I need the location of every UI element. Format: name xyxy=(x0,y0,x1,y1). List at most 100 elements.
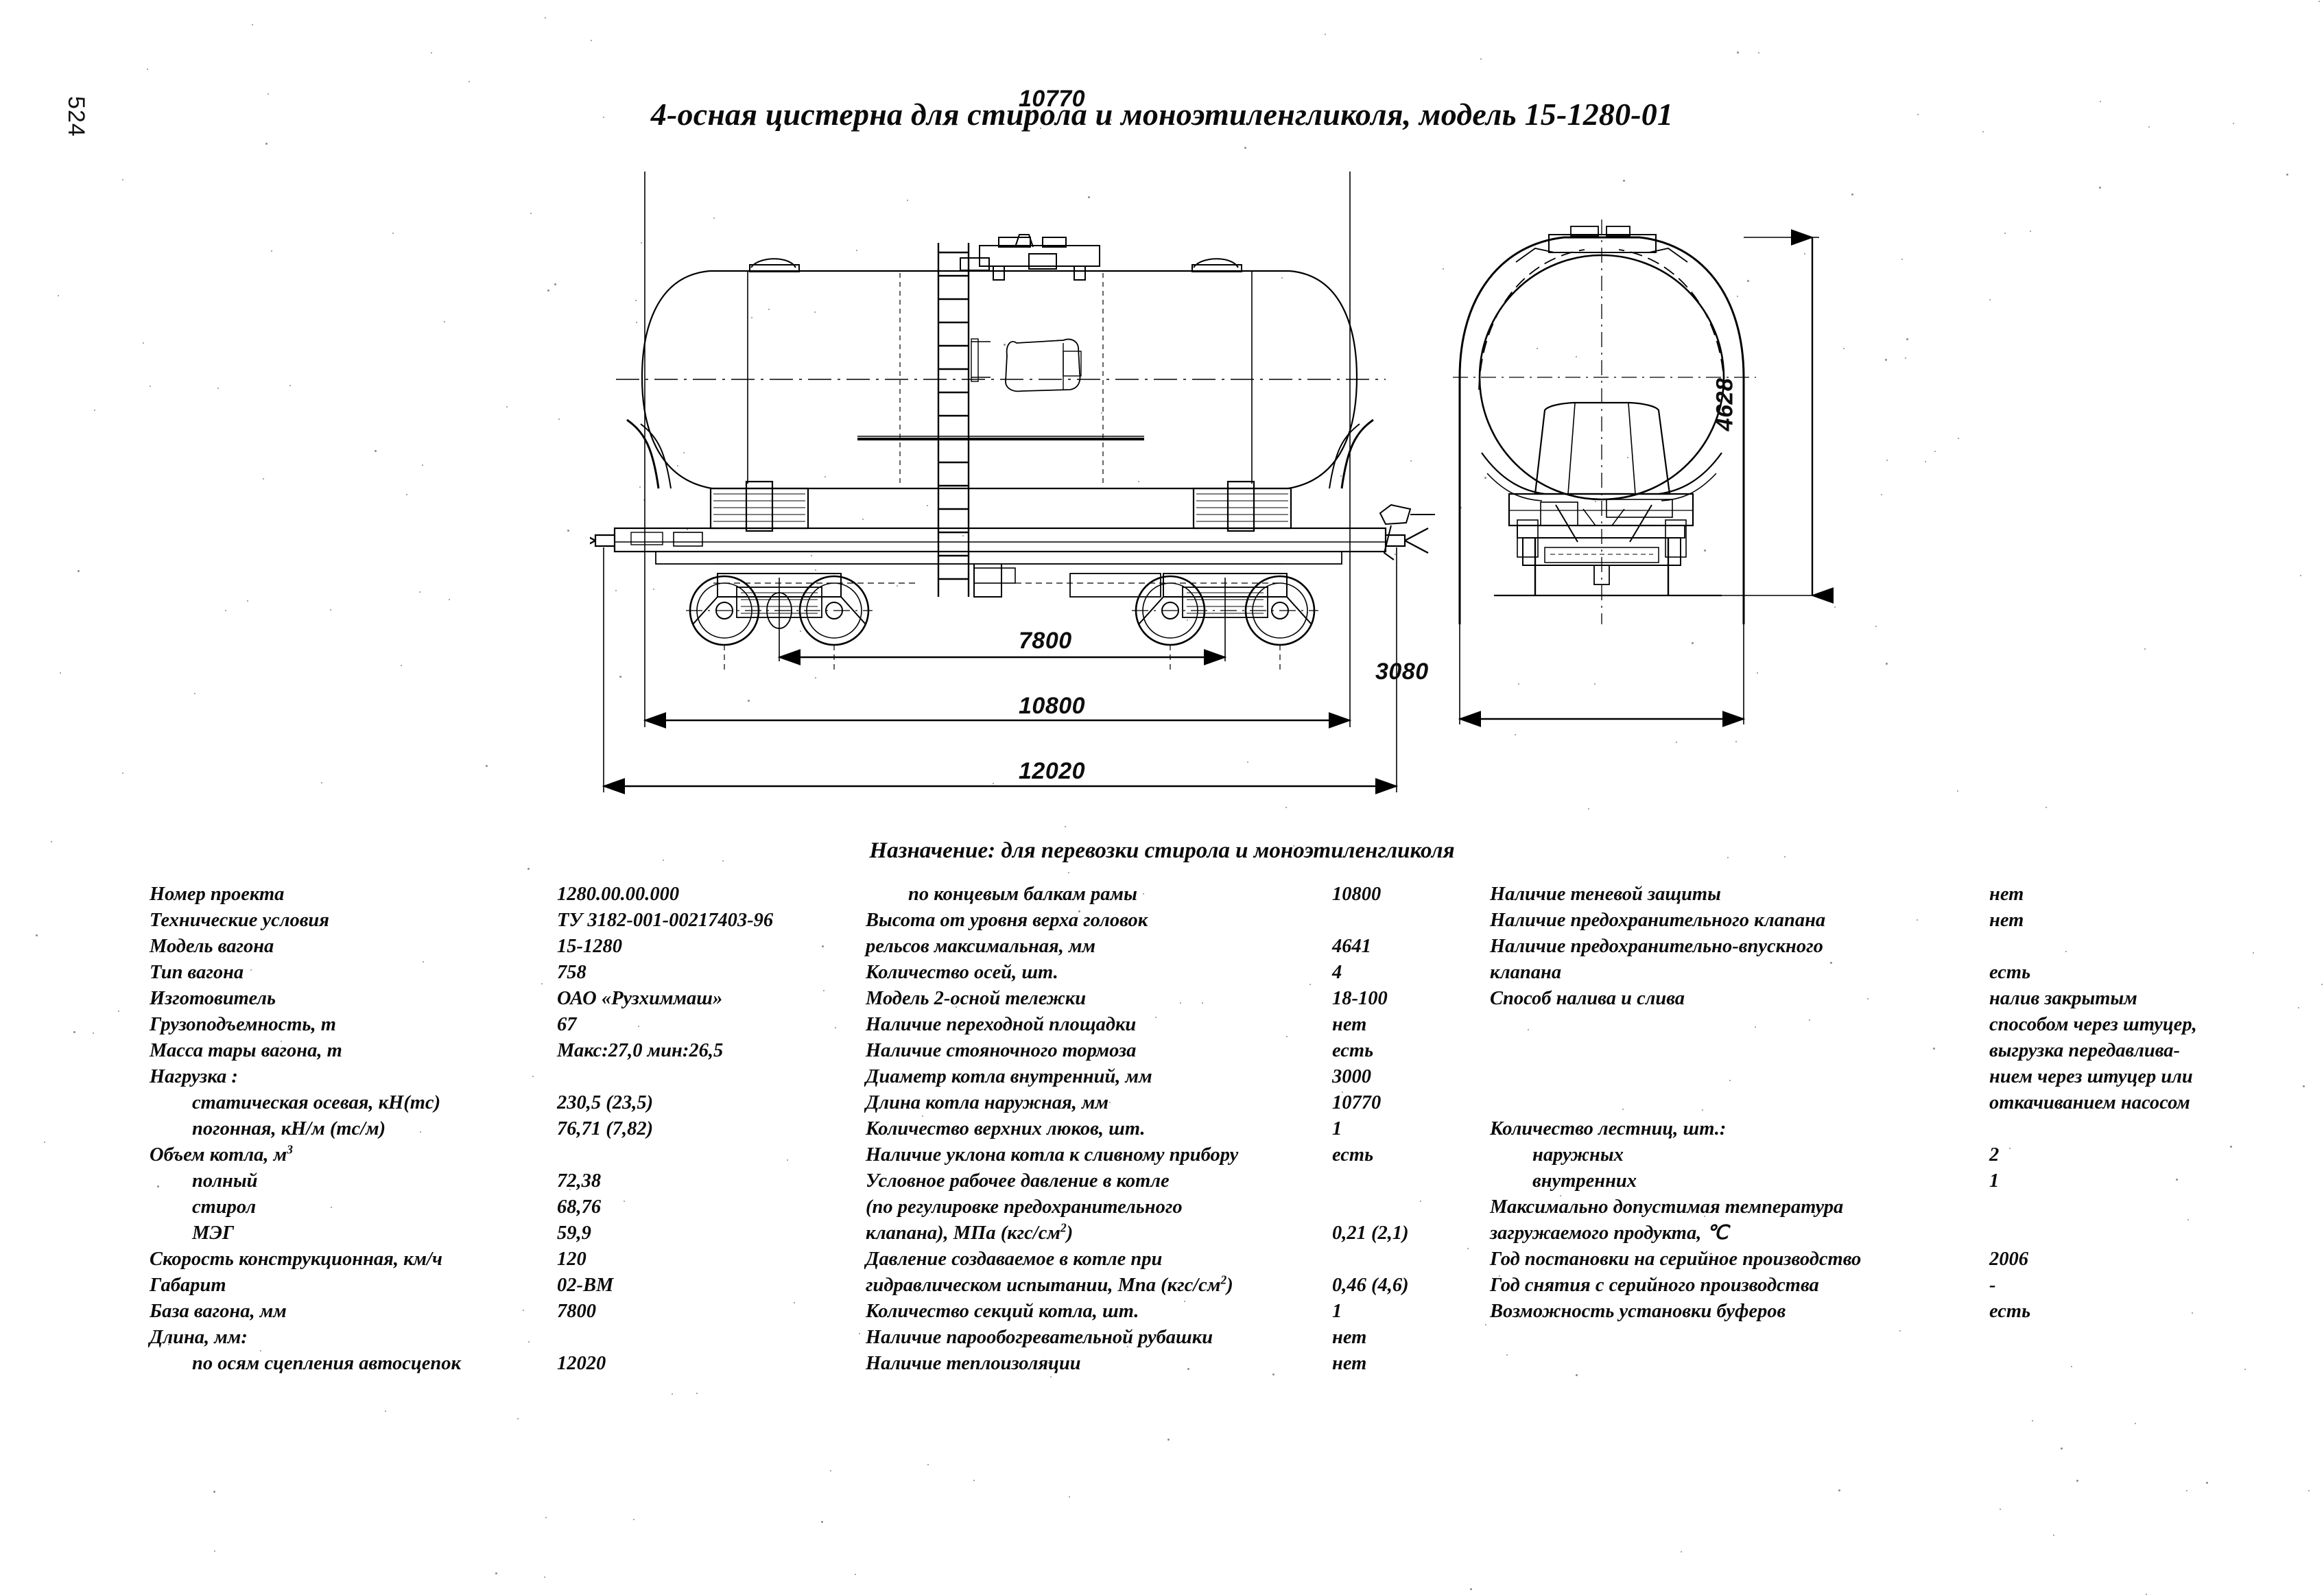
spec-value: 67 xyxy=(557,1014,577,1035)
spec-value: 12020 xyxy=(557,1353,606,1374)
spec-label: Номер проекта xyxy=(150,884,285,905)
spec-label: Модель вагона xyxy=(150,936,274,957)
tank-shell-side xyxy=(616,270,1386,490)
spec-value-empty xyxy=(557,1325,845,1351)
spec-label-text: Объем котла, м xyxy=(150,1144,287,1166)
spec-label: загружаемого продукта, ℃ xyxy=(1490,1222,1729,1244)
spec-value-empty xyxy=(1332,1247,1510,1273)
spec-value: 0,46 (4,6) xyxy=(1332,1275,1409,1296)
spec-value: 1 xyxy=(1332,1301,1342,1322)
spec-value-empty xyxy=(1989,1116,2312,1142)
tank-saddle-right xyxy=(1192,480,1292,532)
spec-column-left-values: 1280.00.00.000 ТУ 3182-001-00217403-96 1… xyxy=(557,882,845,1377)
spec-label: клапана xyxy=(1490,962,1562,983)
spec-value: 4 xyxy=(1332,962,1342,983)
spec-label: Диаметр котла внутренний, мм xyxy=(866,1066,1152,1087)
spec-label-empty xyxy=(1490,1012,1997,1038)
spec-value: 15-1280 xyxy=(557,936,622,957)
dim-label-tank-length: 10770 xyxy=(1019,86,1086,112)
spec-value: 1 xyxy=(1989,1170,2000,1192)
spec-value-empty xyxy=(1989,934,2312,960)
spec-value-empty xyxy=(1332,908,1510,934)
spec-value: 10800 xyxy=(1332,884,1382,905)
spec-value: 1 xyxy=(1332,1118,1342,1139)
spec-value-empty xyxy=(1989,1194,2312,1220)
spec-label: Нагрузка : xyxy=(150,1066,238,1087)
dimension-line-12020 xyxy=(602,547,1399,794)
spec-label: (по регулировке предохранительного xyxy=(866,1196,1183,1218)
dim-label-height-over-rail: 4628 xyxy=(1711,377,1738,432)
spec-label: полный xyxy=(192,1170,258,1192)
spec-label: Условное рабочее давление в котле xyxy=(866,1170,1170,1192)
spec-value: 758 xyxy=(557,962,586,983)
spec-value-empty xyxy=(1332,1168,1510,1194)
spec-label: Объем котла, м3 xyxy=(150,1142,561,1168)
spec-label-empty xyxy=(1490,1038,1997,1064)
spec-value: ОАО «Рузхиммаш» xyxy=(557,988,723,1009)
spec-value-empty xyxy=(1989,1220,2312,1247)
spec-label: Год постановки на серийное производство xyxy=(1490,1249,1862,1270)
top-hatch-assembly xyxy=(960,234,1100,281)
spec-value: 76,71 (7,82) xyxy=(557,1118,654,1139)
superscript-2: 2 xyxy=(1220,1273,1227,1287)
spec-label: внутренних xyxy=(1532,1170,1637,1192)
roof-fitting-right xyxy=(1191,258,1242,272)
dimension-line-10800 xyxy=(643,254,1352,729)
spec-column-right-values: нет нет есть налив закрытым способом чер… xyxy=(1989,882,2312,1325)
spec-label: Изготовитель xyxy=(150,988,276,1009)
end-view-group xyxy=(1379,220,1834,727)
spec-value: нет xyxy=(1989,884,2024,905)
spec-label: Наличие стояночного тормоза xyxy=(866,1040,1137,1061)
external-ladder xyxy=(937,243,991,597)
spec-value: - xyxy=(1989,1275,1996,1296)
spec-label: гидравлическом испытании, Мпа (кгс/см2) xyxy=(866,1273,1318,1299)
closing-paren: ) xyxy=(1066,1222,1074,1244)
spec-label: Количество осей, шт. xyxy=(866,962,1058,983)
specification-table: Номер проекта Технические условия Модель… xyxy=(0,882,2324,1403)
spec-label: Наличие предохранительно-впускного xyxy=(1490,936,1823,957)
spec-label: Модель 2-осной тележки xyxy=(866,988,1087,1009)
spec-label-empty xyxy=(1490,1064,1997,1090)
spec-value: есть xyxy=(1989,1301,2031,1322)
spec-label: наружных xyxy=(1532,1144,1624,1166)
dim-label-max-width: 3080 xyxy=(1375,659,1429,685)
spec-column-middle-values: 10800 4641 4 18-100 нет есть 3000 10770 … xyxy=(1332,882,1510,1377)
spec-value: 4641 xyxy=(1332,936,1371,957)
spec-value: ТУ 3182-001-00217403-96 xyxy=(557,910,774,931)
spec-label: Наличие переходной площадки xyxy=(866,1014,1137,1035)
spec-label: Количество лестниц, шт.: xyxy=(1490,1118,1727,1139)
spec-value: налив закрытым xyxy=(1989,988,2137,1009)
spec-label: Длина котла наружная, мм xyxy=(866,1092,1108,1113)
spec-label: клапана), МПа (кгс/см2) xyxy=(866,1220,1318,1247)
spec-value: 59,9 xyxy=(557,1222,591,1244)
spec-label: погонная, кН/м (тс/м) xyxy=(192,1118,386,1139)
spec-value: есть xyxy=(1332,1040,1374,1061)
spec-value-empty xyxy=(1332,1194,1510,1220)
drawing-svg xyxy=(590,172,1834,794)
spec-value: нет xyxy=(1989,910,2024,931)
spec-label: Скорость конструкционная, км/ч xyxy=(150,1249,442,1270)
spec-value: нет xyxy=(1332,1327,1367,1348)
spec-value: 7800 xyxy=(557,1301,596,1322)
spec-label: Длина, мм: xyxy=(150,1327,248,1348)
spec-value-empty xyxy=(557,1142,845,1168)
spec-value: 120 xyxy=(557,1249,586,1270)
spec-value: выгрузка передавлива- xyxy=(1989,1040,2180,1061)
spec-label: Наличие предохранительного клапана xyxy=(1490,910,1826,931)
closing-paren: ) xyxy=(1226,1275,1233,1296)
spec-value: откачиванием насосом xyxy=(1989,1092,2190,1113)
spec-value: 72,38 xyxy=(557,1170,602,1192)
spec-value: 18-100 xyxy=(1332,988,1388,1009)
spec-label-empty xyxy=(1490,1090,1997,1116)
dim-label-bogie-centers: 7800 xyxy=(1019,628,1072,654)
spec-value: 68,76 xyxy=(557,1196,602,1218)
spec-value: есть xyxy=(1332,1144,1374,1166)
spec-label: Масса тары вагона, т xyxy=(150,1040,342,1061)
spec-label: Тип вагона xyxy=(150,962,244,983)
spec-column-right-labels: Наличие теневой защиты Наличие предохран… xyxy=(1490,882,1997,1325)
spec-value: нет xyxy=(1332,1353,1367,1374)
spec-value: Макс:27,0 мин:26,5 xyxy=(557,1040,724,1061)
spec-value: 02-ВМ xyxy=(557,1275,614,1296)
spec-label: Наличие парообогревательной рубашки xyxy=(866,1327,1213,1348)
